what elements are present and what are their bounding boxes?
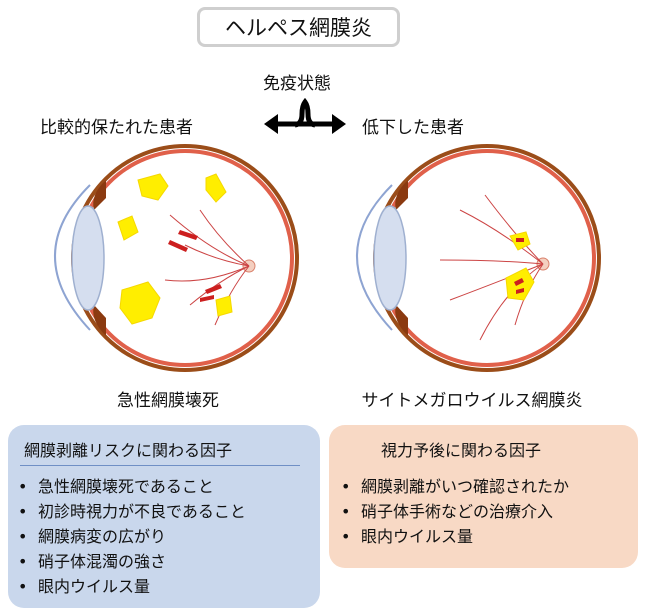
bullet: • — [341, 502, 351, 521]
list-item: • 急性網膜壊死であること — [18, 474, 246, 499]
detachment-risk-list: • 急性網膜壊死であること • 初診時視力が不良であること • 網膜病変の広がり • 硝… — [18, 474, 246, 599]
detachment-risk-title: 網膜剥離リスクに関わる因子 — [24, 441, 233, 460]
list-item: • 眼内ウイルス量 — [341, 524, 569, 549]
diagram-title-text: ヘルペス網膜炎 — [225, 16, 372, 40]
list-item: • 網膜剥離がいつ確認されたか — [341, 474, 569, 499]
prognosis-title: 視力予後に関わる因子 — [381, 441, 542, 460]
cornea — [54, 184, 91, 331]
cornea — [356, 184, 393, 331]
lens — [373, 205, 407, 311]
double-arrow-icon — [264, 98, 346, 134]
diagram-title: ヘルペス網膜炎 — [197, 7, 400, 47]
iris-upper — [395, 180, 408, 210]
bullet: • — [341, 527, 351, 546]
list-item: • 眼内ウイルス量 — [18, 574, 246, 599]
eye-diagram-acute-retinal-necrosis — [54, 144, 299, 372]
bullet: • — [18, 502, 28, 521]
retina-layer — [76, 149, 294, 367]
cmv-lesions — [505, 231, 535, 301]
immune-reduced-label: 低下した患者 — [362, 118, 464, 138]
eye-diagram-cmv-retinitis — [356, 144, 601, 372]
retina-layer — [378, 149, 596, 367]
list-item: • 硝子体手術などの治療介入 — [341, 499, 569, 524]
iris-upper — [93, 180, 106, 210]
bullet: • — [18, 527, 28, 546]
list-item-text: 眼内ウイルス量 — [361, 527, 474, 546]
panel-divider — [20, 465, 300, 466]
list-item-text: 眼内ウイルス量 — [38, 577, 151, 596]
prognosis-list: • 網膜剥離がいつ確認されたか • 硝子体手術などの治療介入 • 眼内ウイルス量 — [341, 474, 569, 549]
prognosis-panel: 視力予後に関わる因子 • 網膜剥離がいつ確認されたか • 硝子体手術などの治療介入 … — [329, 425, 638, 568]
list-item: • 初診時視力が不良であること — [18, 499, 246, 524]
lens — [71, 205, 105, 311]
immune-status-label: 免疫状態 — [263, 74, 331, 94]
bullet: • — [18, 577, 28, 596]
list-item-text: 急性網膜壊死であること — [38, 477, 214, 496]
iris-lower — [93, 305, 106, 336]
list-item-text: 初診時視力が不良であること — [38, 502, 246, 521]
detachment-risk-panel: 網膜剥離リスクに関わる因子 • 急性網膜壊死であること • 初診時視力が不良であるこ… — [8, 425, 320, 608]
list-item-text: 網膜剥離がいつ確認されたか — [361, 477, 570, 496]
iris-lower — [395, 305, 408, 336]
caption-acute-retinal-necrosis: 急性網膜壊死 — [117, 391, 219, 411]
necrotic-lesions — [117, 173, 233, 325]
hemorrhages — [168, 230, 222, 302]
list-item-text: 硝子体混濁の強さ — [38, 552, 167, 571]
list-item-text: 硝子体手術などの治療介入 — [361, 502, 554, 521]
list-item-text: 網膜病変の広がり — [38, 527, 167, 546]
retinal-vessels — [164, 209, 250, 326]
immune-preserved-label: 比較的保たれた患者 — [40, 118, 193, 138]
bullet: • — [341, 477, 351, 496]
caption-cmv-retinitis: サイトメガロウイルス網膜炎 — [361, 391, 583, 411]
list-item: • 網膜病変の広がり — [18, 524, 246, 549]
bullet: • — [18, 552, 28, 571]
list-item: • 硝子体混濁の強さ — [18, 549, 246, 574]
bullet: • — [18, 477, 28, 496]
